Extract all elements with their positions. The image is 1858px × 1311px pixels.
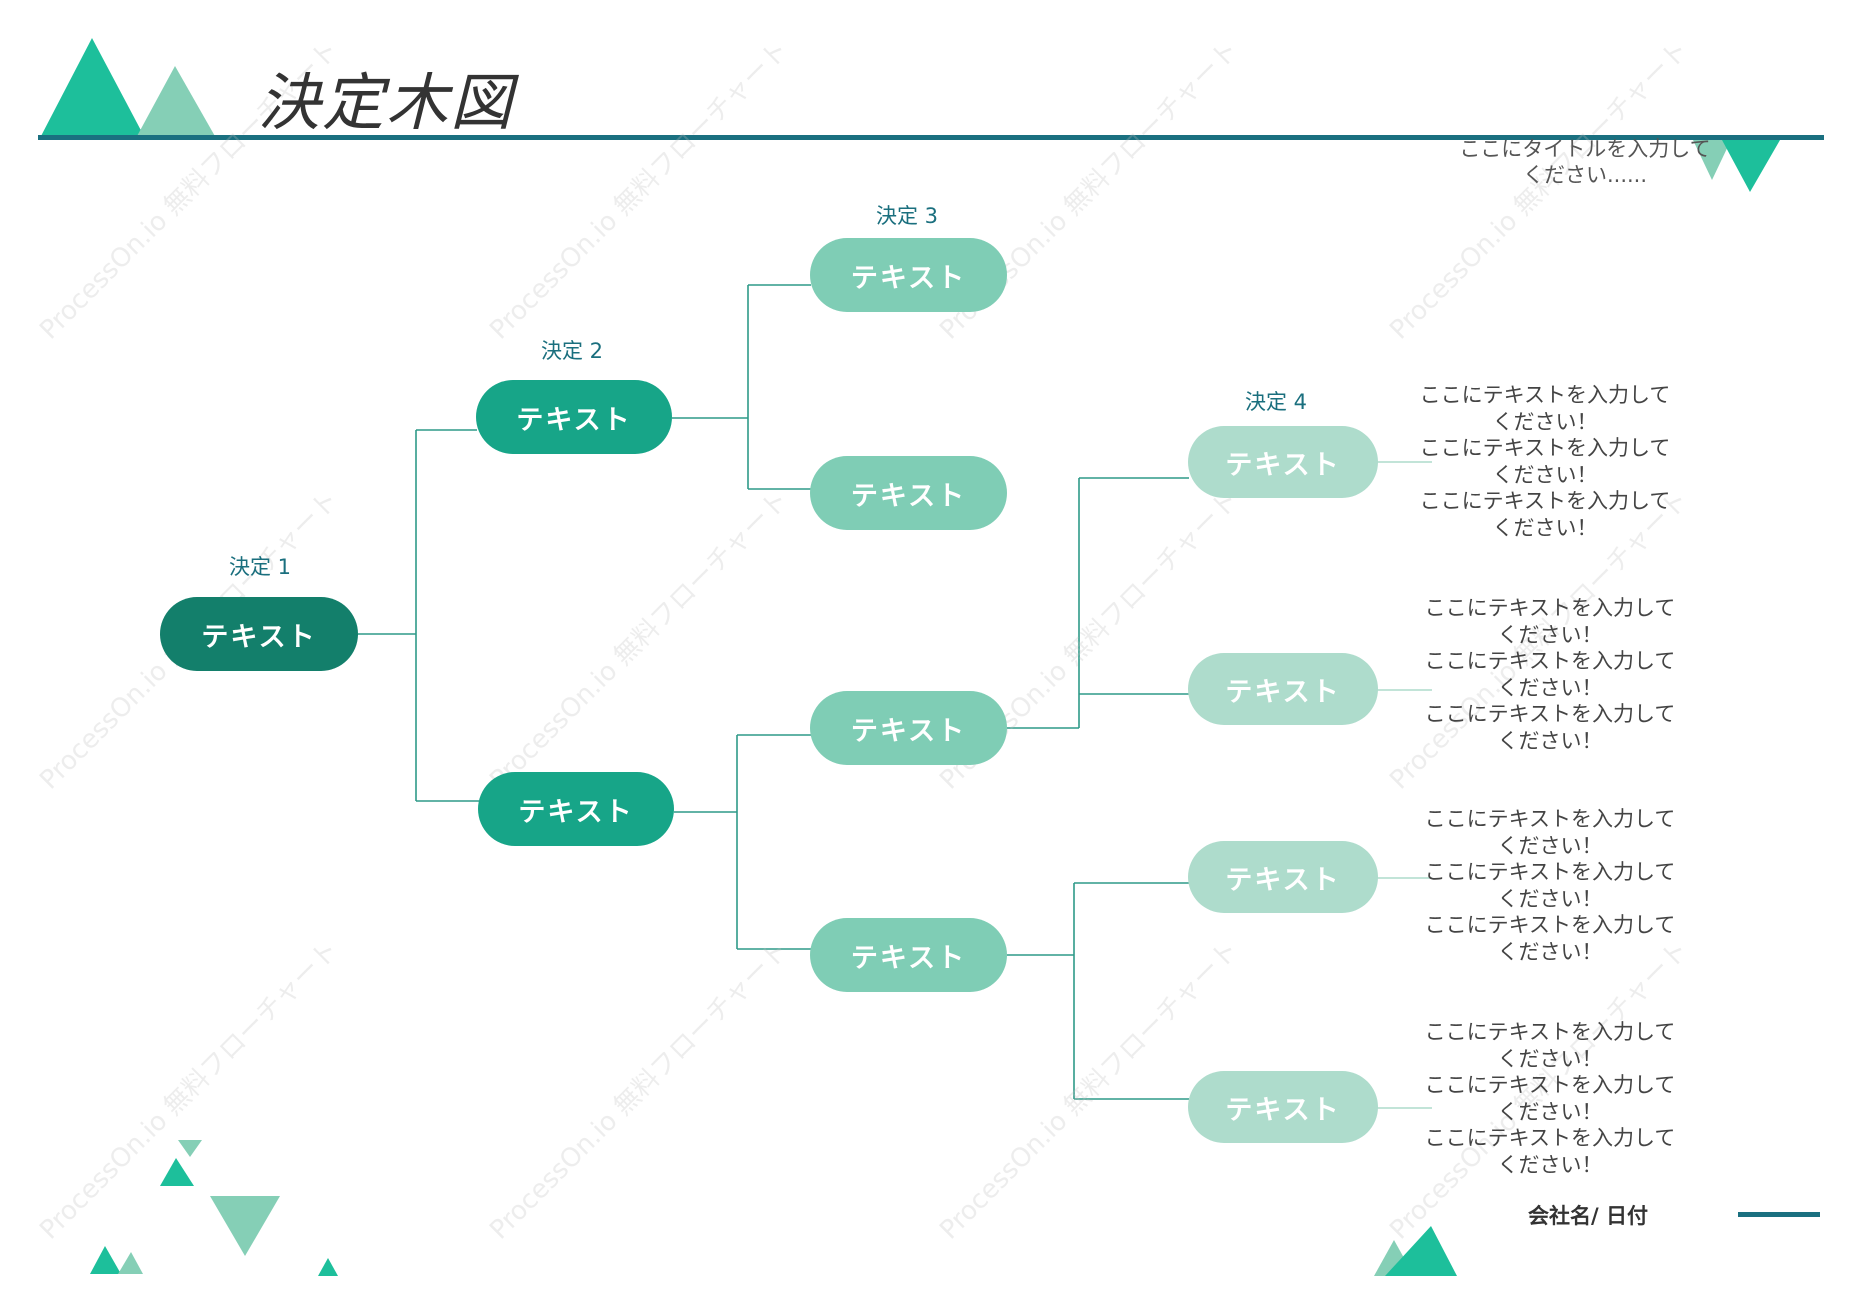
header-rule [38,135,1824,140]
leaf-note-line: ここにテキストを入力して [1424,1126,1676,1150]
leaf-note-line: ください！ [1492,515,1598,540]
leaf-note-line: ください！ [1497,1152,1603,1177]
footer-rule [1738,1212,1820,1217]
node-lower-top[interactable]: テキスト [810,691,1007,765]
leaf-node-1[interactable]: テキスト [1188,426,1378,498]
leaf-note-line: ここにテキストを入力して [1424,913,1676,937]
leaf-note-line: ここにテキストを入力して [1424,807,1676,831]
footer-triangle-dark [1385,1226,1457,1276]
header-triangle-large [40,38,145,138]
subtitle: ここにタイトルを入力して ください...... [1420,136,1750,188]
leaf-note-3: ここにテキストを入力して ください！ ここにテキストを入力して ください！ ここ… [1405,806,1695,965]
leaf-note-line: ください！ [1497,1099,1603,1124]
leaf-note-line: ここにテキストを入力して [1419,383,1671,407]
leaf-note-line: ください！ [1497,886,1603,911]
leaf-node-2[interactable]: テキスト [1188,653,1378,725]
node-upper[interactable]: テキスト [476,380,672,454]
leaf-note-line: ください！ [1497,728,1603,753]
leaf-note-line: ここにテキストを入力して [1419,489,1671,513]
deco-triangle-1 [178,1140,202,1157]
corner-triangle-light [1693,140,1731,180]
decision-label-1: 決定 1 [229,555,292,579]
leaf-note-line: ここにテキストを入力して [1424,1073,1676,1097]
leaf-note-line: ください！ [1497,622,1603,647]
leaf-node-4[interactable]: テキスト [1188,1071,1378,1143]
subtitle-line: ここにタイトルを入力して [1459,137,1711,161]
decision-label-2: 決定 2 [541,339,604,363]
leaf-note-line: ください！ [1497,1046,1603,1071]
deco-triangle-4 [90,1246,121,1274]
leaf-note-line: ここにテキストを入力して [1424,596,1676,620]
leaf-note-line: ここにテキストを入力して [1424,702,1676,726]
node-lower[interactable]: テキスト [478,772,674,846]
deco-triangle-3 [210,1196,280,1256]
leaf-note-line: ください！ [1492,462,1598,487]
header-triangle-small [136,66,216,138]
leaf-connectors [1376,461,1432,1109]
leaf-note-1: ここにテキストを入力して ください！ ここにテキストを入力して ください！ ここ… [1400,382,1690,541]
deco-triangle-2 [160,1158,194,1186]
node-lower-bottom[interactable]: テキスト [810,918,1007,992]
leaf-note-line: ください！ [1497,939,1603,964]
tree-connectors [358,284,1189,1100]
footer-company-date: 会社名/ 日付 [1528,1204,1648,1228]
subtitle-line: ください...... [1522,163,1648,187]
page-title: 決定木図 [258,66,515,139]
corner-triangle-dark [1722,140,1780,192]
leaf-node-3[interactable]: テキスト [1188,841,1378,913]
node-upper-bottom[interactable]: テキスト [810,456,1007,530]
decision-label-3: 決定 3 [876,204,939,228]
leaf-note-line: ここにテキストを入力して [1419,436,1671,460]
root-node[interactable]: テキスト [160,597,358,671]
deco-triangle-6 [318,1258,338,1276]
deco-triangle-5 [118,1252,143,1274]
decision-label-4: 決定 4 [1245,390,1308,414]
leaf-note-line: ここにテキストを入力して [1424,860,1676,884]
leaf-note-line: ください！ [1497,675,1603,700]
leaf-note-2: ここにテキストを入力して ください！ ここにテキストを入力して ください！ ここ… [1405,595,1695,754]
leaf-note-line: ここにテキストを入力して [1424,649,1676,673]
node-upper-top[interactable]: テキスト [810,238,1007,312]
leaf-note-line: ください！ [1497,833,1603,858]
leaf-note-4: ここにテキストを入力して ください！ ここにテキストを入力して ください！ ここ… [1405,1019,1695,1178]
leaf-note-line: ください！ [1492,409,1598,434]
leaf-note-line: ここにテキストを入力して [1424,1020,1676,1044]
